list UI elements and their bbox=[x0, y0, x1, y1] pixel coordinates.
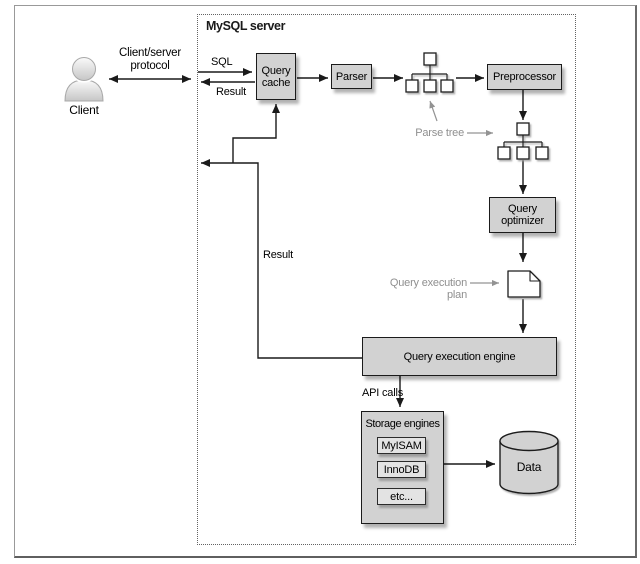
preprocessor-label: Preprocessor bbox=[492, 71, 556, 83]
api-calls-label: API calls bbox=[362, 387, 403, 399]
parser-label: Parser bbox=[335, 70, 368, 83]
sql-edge-label: SQL bbox=[211, 56, 233, 68]
engine-etc: etc... bbox=[377, 488, 426, 505]
query-execution-engine-label: Query execution engine bbox=[403, 350, 516, 363]
mysql-server-boundary bbox=[197, 14, 576, 545]
protocol-label-line2: protocol bbox=[130, 59, 170, 72]
engine-myisam: MyISAM bbox=[377, 437, 426, 454]
engine-innodb-label: InnoDB bbox=[383, 463, 420, 476]
engine-myisam-label: MyISAM bbox=[381, 439, 422, 452]
mysql-server-label: MySQL server bbox=[206, 19, 286, 33]
storage-engines-node: Storage engines MyISAM InnoDB etc... bbox=[361, 411, 444, 524]
engine-innodb: InnoDB bbox=[377, 461, 426, 478]
protocol-label-line1: Client/server bbox=[119, 47, 181, 59]
figure-frame bbox=[14, 5, 637, 558]
query-optimizer-line2: optimizer bbox=[501, 215, 544, 227]
client-label: Client bbox=[69, 103, 99, 117]
parser-node: Parser bbox=[331, 64, 372, 89]
engine-etc-label: etc... bbox=[390, 490, 413, 503]
query-optimizer-node: Query optimizer bbox=[489, 197, 556, 233]
query-cache-line2: cache bbox=[261, 76, 291, 89]
query-execution-plan-annotation: Query execution plan bbox=[389, 277, 467, 301]
query-execution-engine-node: Query execution engine bbox=[362, 337, 557, 376]
parse-tree-annotation: Parse tree bbox=[415, 127, 464, 139]
query-optimizer-line1: Query bbox=[508, 203, 537, 215]
result-long-label: Result bbox=[263, 249, 293, 261]
query-cache-line1: Query bbox=[261, 64, 291, 77]
query-cache-node: Query cache bbox=[256, 53, 296, 100]
storage-engines-label: Storage engines bbox=[365, 418, 440, 430]
preprocessor-node: Preprocessor bbox=[487, 64, 562, 90]
result-top-label: Result bbox=[216, 86, 246, 98]
